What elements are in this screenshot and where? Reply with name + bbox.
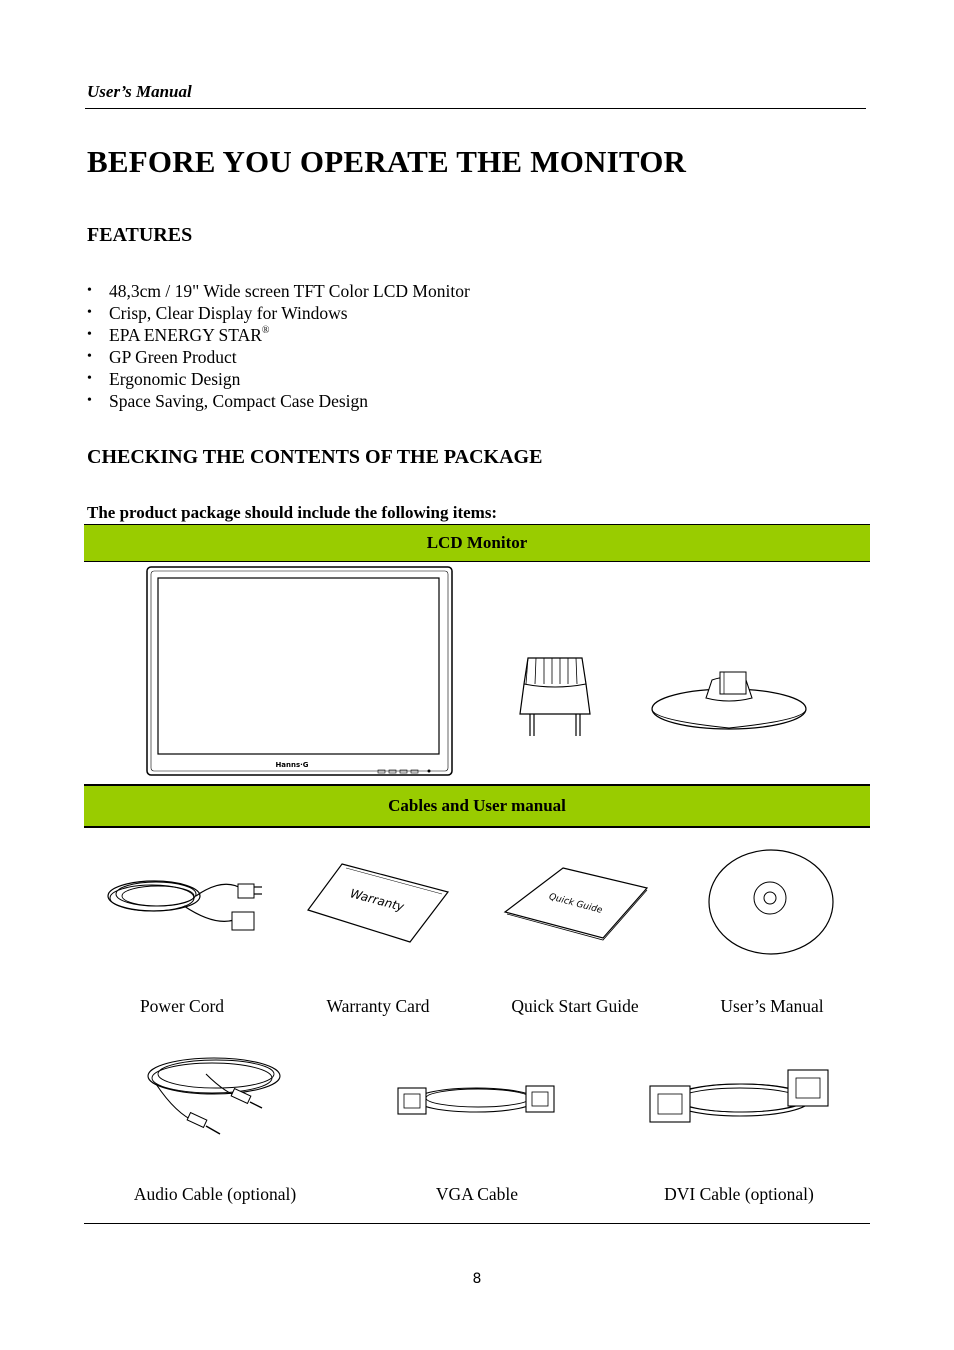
feature-item: EPA ENERGY STAR® <box>87 324 470 346</box>
stand-neck-illustration <box>519 657 591 736</box>
stand-base-illustration <box>651 671 807 730</box>
item-label-warranty-card: Warranty Card <box>326 996 430 1016</box>
item-label-quick-start-guide: Quick Start Guide <box>511 996 639 1016</box>
vga-cable-icon <box>397 1085 555 1115</box>
power-cord-icon <box>107 880 262 931</box>
section-band-lcd-monitor: LCD Monitor <box>84 524 870 562</box>
feature-item: 48,3cm / 19" Wide screen TFT Color LCD M… <box>87 280 470 302</box>
quick-start-guide-icon: Quick Guide <box>503 867 649 941</box>
header-rule <box>85 108 866 109</box>
section-label: LCD Monitor <box>426 533 528 552</box>
feature-item: Ergonomic Design <box>87 368 470 390</box>
user-manual-cd-icon <box>708 849 834 955</box>
item-label-power-cord: Power Cord <box>139 996 225 1016</box>
item-label-dvi-cable: DVI Cable (optional) <box>664 1184 814 1204</box>
package-intro: The product package should include the f… <box>87 503 498 522</box>
running-header: User’s Manual <box>87 82 192 101</box>
dvi-cable-icon <box>649 1069 829 1123</box>
feature-item: GP Green Product <box>87 346 470 368</box>
item-label-users-manual: User’s Manual <box>720 996 824 1016</box>
audio-cable-icon <box>147 1057 281 1135</box>
page-title: BEFORE YOU OPERATE THE MONITOR <box>87 144 687 179</box>
registered-mark: ® <box>261 325 270 336</box>
table-bottom-rule <box>84 1223 870 1224</box>
package-heading: CHECKING THE CONTENTS OF THE PACKAGE <box>87 446 543 468</box>
feature-item: Space Saving, Compact Case Design <box>87 390 470 412</box>
lcd-monitor-illustration: Hanns·G <box>146 566 453 776</box>
features-heading: FEATURES <box>87 224 193 246</box>
item-label-audio-cable: Audio Cable (optional) <box>133 1184 297 1204</box>
item-label-vga-cable: VGA Cable <box>435 1184 519 1204</box>
warranty-card-icon: Warranty <box>307 863 450 943</box>
features-list: 48,3cm / 19" Wide screen TFT Color LCD M… <box>87 280 470 412</box>
page-number: 8 <box>472 1271 482 1287</box>
section-label: Cables and User manual <box>388 796 566 815</box>
monitor-brand-logo: Hanns·G <box>275 761 308 769</box>
section-band-cables: Cables and User manual <box>84 784 870 828</box>
feature-item: Crisp, Clear Display for Windows <box>87 302 470 324</box>
